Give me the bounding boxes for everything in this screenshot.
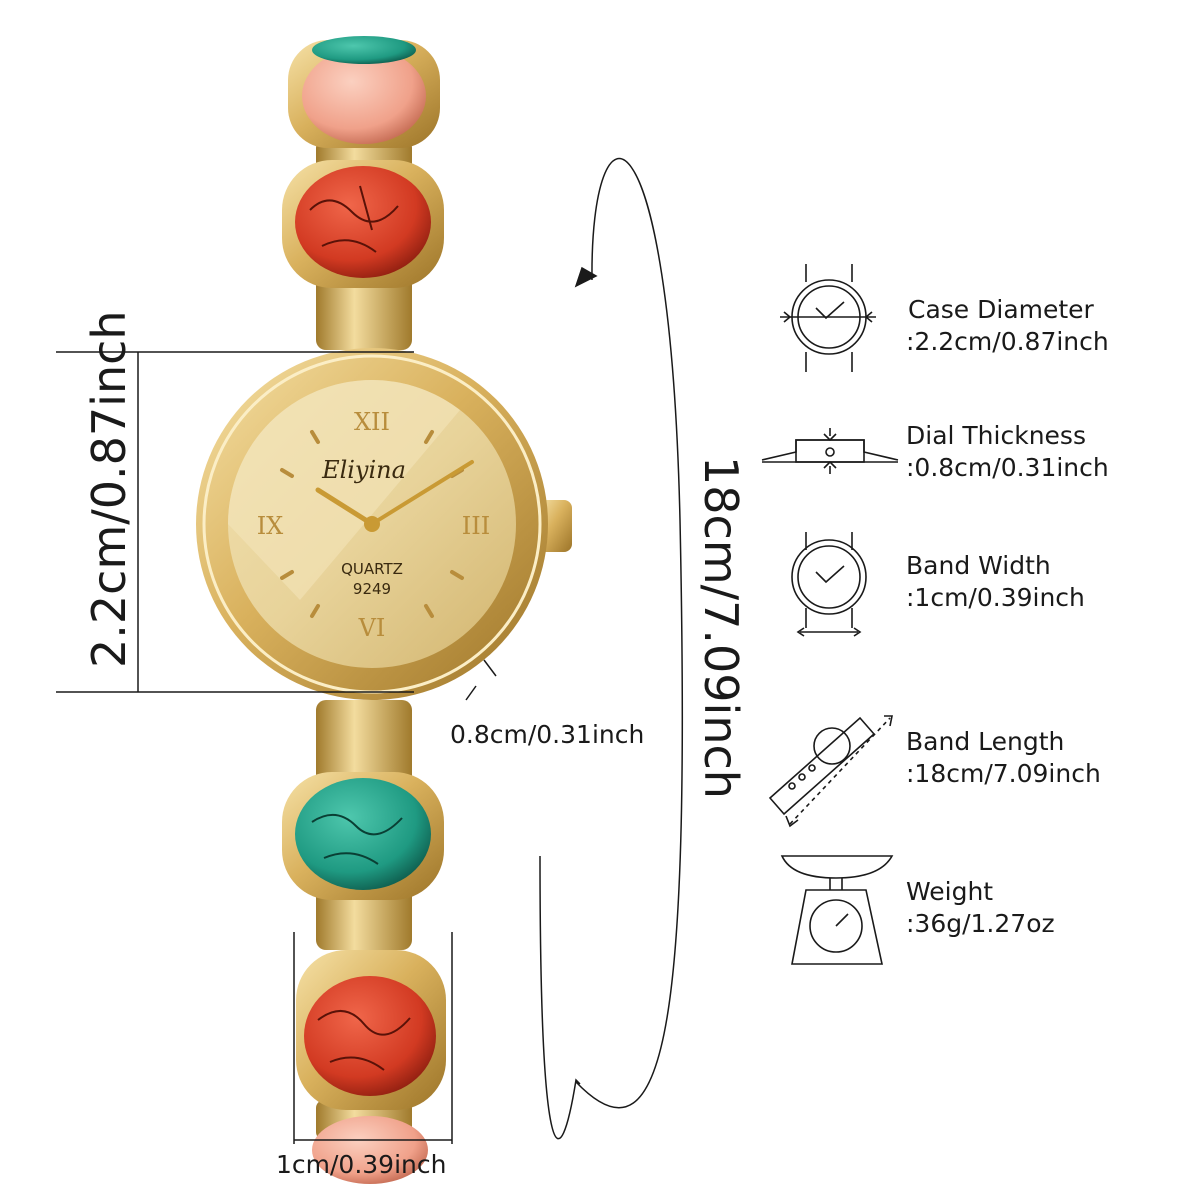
thickness-tick bbox=[483, 659, 497, 677]
dial-thickness-icon bbox=[761, 428, 899, 474]
stone-veins bbox=[311, 814, 403, 865]
model-number: 9249 bbox=[353, 580, 391, 598]
band-length-arc bbox=[539, 157, 684, 1140]
dimension-lines bbox=[56, 157, 684, 1144]
watch-head: XII IX III VI Eliyina QUARTZ 9249 bbox=[196, 348, 572, 700]
brand-logo: Eliyina bbox=[321, 456, 406, 484]
stone-veins bbox=[309, 185, 399, 253]
numeral-ix: IX bbox=[257, 512, 284, 540]
numeral-xii: XII bbox=[354, 408, 390, 436]
spec-icons bbox=[761, 264, 899, 965]
hour-hand bbox=[315, 487, 375, 527]
arrow-head-icon bbox=[574, 266, 598, 288]
numeral-iii: III bbox=[462, 512, 490, 540]
watch-case-diameter-icon bbox=[780, 264, 876, 372]
red-stone bbox=[304, 976, 436, 1096]
dial-reflection bbox=[228, 379, 460, 600]
band-length-dimension: 18cm/7.09inch bbox=[694, 456, 748, 799]
bracelet bbox=[282, 36, 446, 1184]
red-stone bbox=[295, 166, 431, 278]
green-stone bbox=[295, 778, 431, 890]
weight-scale-icon bbox=[780, 855, 894, 965]
spec-title-dial-thickness: Dial Thickness bbox=[906, 421, 1086, 450]
thickness-tick bbox=[465, 685, 477, 701]
band-length-icon bbox=[768, 715, 893, 828]
bracelet-link bbox=[316, 270, 412, 350]
movement-label: QUARTZ bbox=[341, 560, 403, 578]
thickness-dimension: 0.8cm/0.31inch bbox=[450, 720, 645, 749]
roman-numerals: XII IX III VI bbox=[257, 408, 491, 642]
green-stone-edge bbox=[312, 36, 416, 64]
spec-value-band-width: :1cm/0.39inch bbox=[906, 583, 1085, 612]
hand-pivot bbox=[364, 516, 380, 532]
band-width-dimension: 1cm/0.39inch bbox=[276, 1150, 447, 1179]
minute-hand bbox=[370, 460, 474, 526]
spec-value-dial-thickness: :0.8cm/0.31inch bbox=[906, 453, 1109, 482]
case-diameter-dimension: 2.2cm/0.87inch bbox=[82, 310, 136, 668]
pink-stone bbox=[312, 1116, 428, 1184]
numeral-vi: VI bbox=[358, 614, 386, 642]
spec-title-band-length: Band Length bbox=[906, 727, 1065, 756]
pink-stone bbox=[302, 48, 426, 144]
spec-value-weight: :36g/1.27oz bbox=[906, 909, 1055, 938]
spec-title-band-width: Band Width bbox=[906, 551, 1051, 580]
bracelet-link bbox=[316, 700, 412, 790]
stone-veins bbox=[317, 1010, 411, 1071]
band-width-icon bbox=[791, 532, 867, 637]
spec-title-case-diameter: Case Diameter bbox=[908, 295, 1094, 324]
spec-value-band-length: :18cm/7.09inch bbox=[906, 759, 1101, 788]
spec-title-weight: Weight bbox=[906, 877, 994, 906]
spec-value-case-diameter: :2.2cm/0.87inch bbox=[906, 327, 1109, 356]
